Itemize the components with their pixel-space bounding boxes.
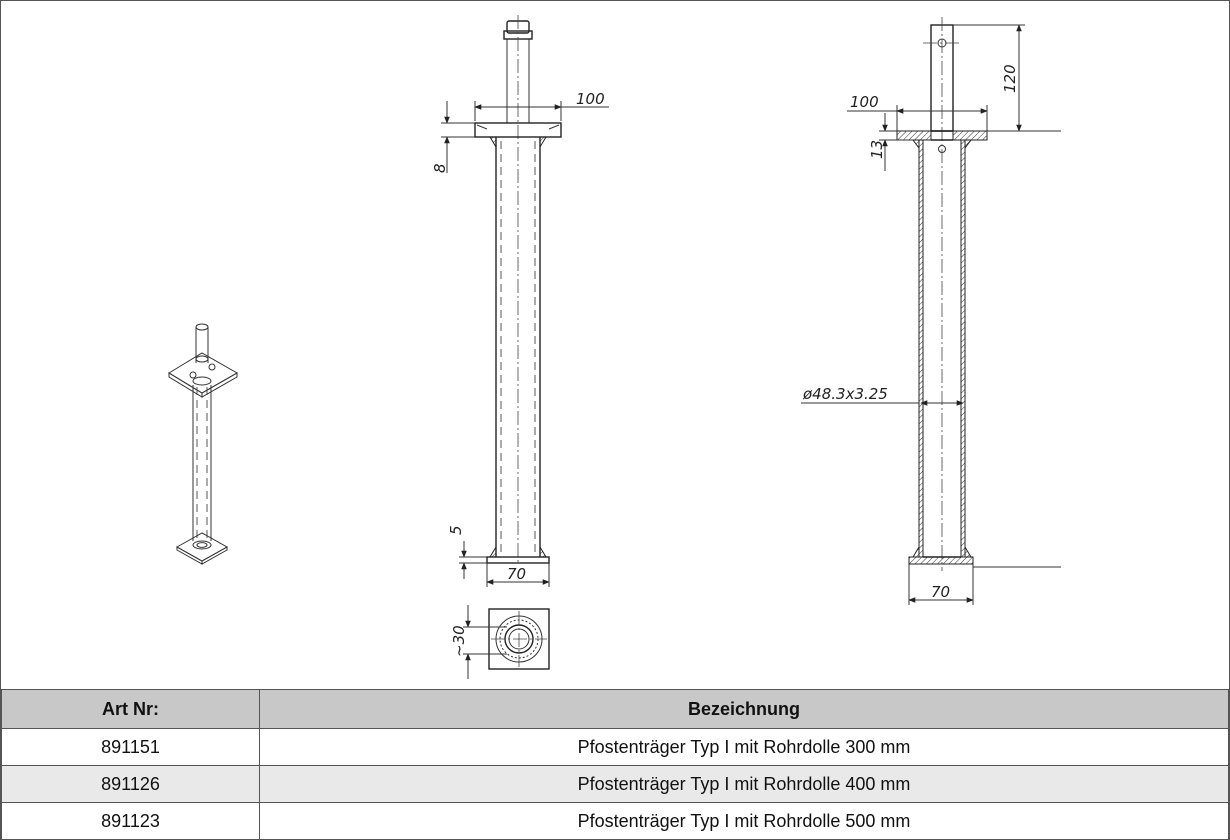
header-art-nr: Art Nr: xyxy=(1,689,260,729)
dim-front-base-height: 5 xyxy=(447,525,465,535)
cell-art-nr: 891123 xyxy=(1,802,260,840)
header-bezeichnung: Bezeichnung xyxy=(259,689,1229,729)
dim-front-plate-thickness: 8 xyxy=(431,163,449,173)
front-view: 100 8 5 70 xyxy=(431,15,609,587)
cell-bezeichnung: Pfostenträger Typ I mit Rohrdolle 500 mm xyxy=(259,802,1229,840)
parts-table: Art Nr: Bezeichnung 891151 Pfostenträger… xyxy=(1,689,1229,840)
isometric-view xyxy=(168,323,239,565)
table-header-row: Art Nr: Bezeichnung xyxy=(1,689,1229,729)
table-row: 891126 Pfostenträger Typ I mit Rohrdolle… xyxy=(1,765,1229,803)
table-row: 891151 Pfostenträger Typ I mit Rohrdolle… xyxy=(1,728,1229,766)
cell-bezeichnung: Pfostenträger Typ I mit Rohrdolle 300 mm xyxy=(259,728,1229,766)
plan-view: ~30 xyxy=(450,605,550,679)
dim-section-plate-width: 100 xyxy=(850,93,879,111)
cell-art-nr: 891151 xyxy=(1,728,260,766)
technical-drawing: 100 8 5 70 xyxy=(1,1,1229,689)
dim-front-base-width: 70 xyxy=(507,565,526,583)
table-row: 891123 Pfostenträger Typ I mit Rohrdolle… xyxy=(1,802,1229,840)
dim-section-base-width: 70 xyxy=(931,583,950,601)
dim-plan-hole-offset: ~30 xyxy=(450,625,468,657)
dim-front-plate-width: 100 xyxy=(576,90,605,108)
section-view: 120 100 13 ø48.3x3.25 xyxy=(801,17,1061,605)
cell-art-nr: 891126 xyxy=(1,765,260,803)
dim-section-spigot-length: 120 xyxy=(1001,64,1019,93)
cell-bezeichnung: Pfostenträger Typ I mit Rohrdolle 400 mm xyxy=(259,765,1229,803)
dim-section-tube: ø48.3x3.25 xyxy=(802,385,888,403)
dim-section-plate-thickness: 13 xyxy=(868,140,886,159)
